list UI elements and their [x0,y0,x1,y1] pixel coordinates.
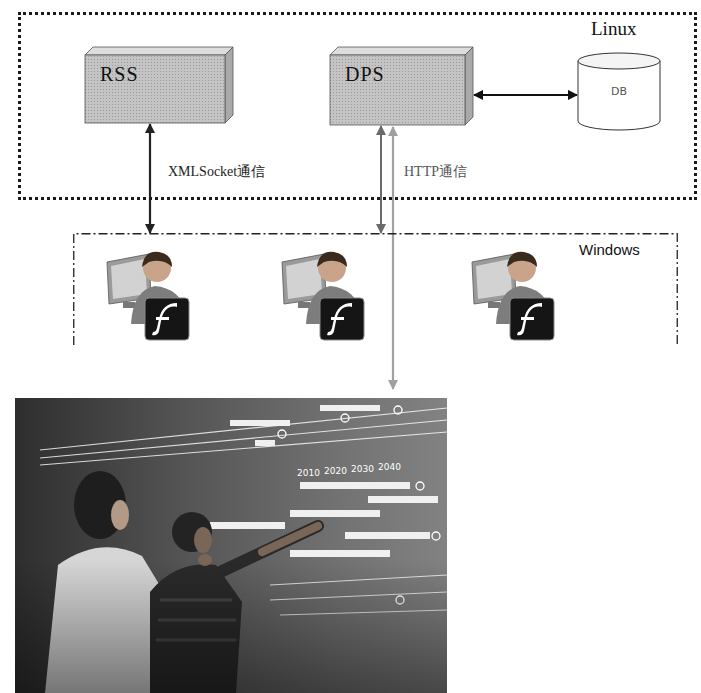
year-label-anchor: 2020 [324,460,347,478]
box-top-face [330,47,473,55]
box-front-face [85,55,225,123]
timeline-year: 2020 [324,466,347,476]
server-box-outline [330,47,473,125]
timeline-year: 2040 [378,462,401,472]
server-box: RSS [85,47,233,123]
region-label: Linux [591,18,636,40]
cylinder-body [578,61,660,130]
timeline-year: 2010 [297,468,320,478]
year-label-anchor: 2030 [351,458,374,476]
box-top-face [85,47,233,55]
database-cylinder: DB [577,52,661,130]
linux-region: RSS DPS DB Linux [18,12,697,200]
user-with-flash [107,252,189,340]
box-front-face [330,55,465,125]
http-arrow-to-wall [392,127,394,389]
edge-label: XMLSocket通信 [166,163,267,181]
client-users [107,252,554,340]
database-name: DB [577,85,661,98]
photo-background [15,398,447,693]
region-label: Windows [579,241,640,258]
user-with-flash [282,252,364,340]
edge-label-anchor: HTTP通信 [402,162,469,181]
photo-interactive-wall [15,398,447,693]
photo-floor-shade [15,560,447,693]
windows-region: Windows [73,233,678,345]
server-box: DPS [330,47,473,125]
dash-dot-border [74,234,678,345]
connector-arrow [380,126,382,233]
edge-label-anchor: XMLSocket通信 [166,162,267,181]
server-name: DPS [345,63,385,86]
server-name: RSS [100,63,139,86]
box-side-face [225,47,233,123]
user-with-flash [472,252,554,340]
connector-arrow [149,124,151,233]
timeline-year: 2030 [351,464,374,474]
cylinder-top [578,53,660,69]
year-label-anchor: 2010 [297,462,320,480]
edge-label: HTTP通信 [402,163,469,181]
timeline-bars [210,405,438,557]
year-label-anchor: 2040 [378,456,401,474]
box-side-face [465,47,473,125]
connector-arrow [474,94,577,96]
